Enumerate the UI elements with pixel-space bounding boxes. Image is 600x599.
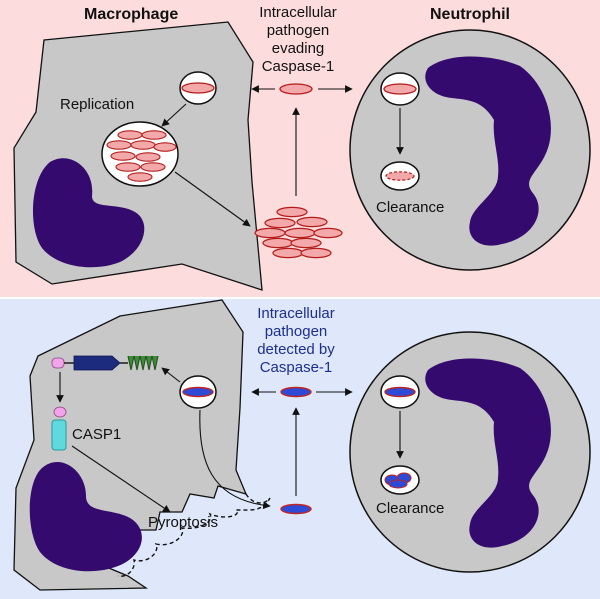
released-pathogen-bottom <box>280 503 312 515</box>
pathogen-neutrophil-bottom <box>384 386 416 398</box>
bottom-pathogen-label-line-3: detected by <box>257 341 335 358</box>
pathogen-in-vacuole-bottom <box>182 386 214 398</box>
neutrophil-nucleus-bottom <box>425 358 551 548</box>
macrophage-title: Macrophage <box>84 6 179 23</box>
bottom-pathogen-label-line-4: Caspase-1 <box>259 359 333 376</box>
arrow-vacuole-to-release <box>199 409 271 510</box>
macrophage-nucleus <box>32 158 145 268</box>
top-pathogen-label-line-4: Caspase-1 <box>261 58 335 75</box>
bottom-pathogen-label: Intracellular pathogen detected by Caspa… <box>257 305 335 377</box>
macrophage-nucleus-bottom <box>29 461 142 572</box>
top-pathogen-label: Intracellular pathogen evading Caspase-1 <box>259 4 337 76</box>
arrow-casp1-to-pyroptosis <box>71 445 171 513</box>
top-pathogen-label-line-2: pathogen <box>266 22 330 39</box>
degraded-pathogen-bottom <box>384 472 412 489</box>
pathogen-neutrophil-top <box>383 83 417 95</box>
asc-adaptor-icon <box>53 406 67 418</box>
clearance-label-top: Clearance <box>376 199 445 216</box>
degraded-pathogen-top <box>385 171 415 181</box>
inflammasome-sensor-icon <box>51 355 159 371</box>
pathogen-in-vacuole <box>181 82 215 94</box>
released-pathogens <box>254 206 343 259</box>
arrow-vacuole-to-replication <box>161 103 187 127</box>
arrow-replication-to-release <box>174 171 251 227</box>
replicating-pathogens <box>106 130 177 182</box>
neutrophil-nucleus-top <box>425 56 551 246</box>
bottom-pathogen-label-line-2: pathogen <box>264 323 328 340</box>
casp1-protein-icon <box>51 419 67 451</box>
neutrophil-title: Neutrophil <box>430 6 510 23</box>
bottom-pathogen-label-line-1: Intracellular <box>257 305 335 322</box>
clearance-label-bottom: Clearance <box>376 500 445 517</box>
arrow-vacuole-to-sensor <box>161 367 181 383</box>
replication-label: Replication <box>60 96 135 113</box>
top-pathogen-label-line-1: Intracellular <box>259 4 337 21</box>
pyroptotic-membrane-blebs <box>117 493 271 577</box>
pathogen-top-center <box>279 83 313 95</box>
pathogen-bottom-center <box>280 386 312 398</box>
casp1-label: CASP1 <box>72 426 122 443</box>
top-pathogen-label-line-3: evading <box>271 40 325 57</box>
pyroptosis-label: Pyroptosis <box>148 514 219 531</box>
